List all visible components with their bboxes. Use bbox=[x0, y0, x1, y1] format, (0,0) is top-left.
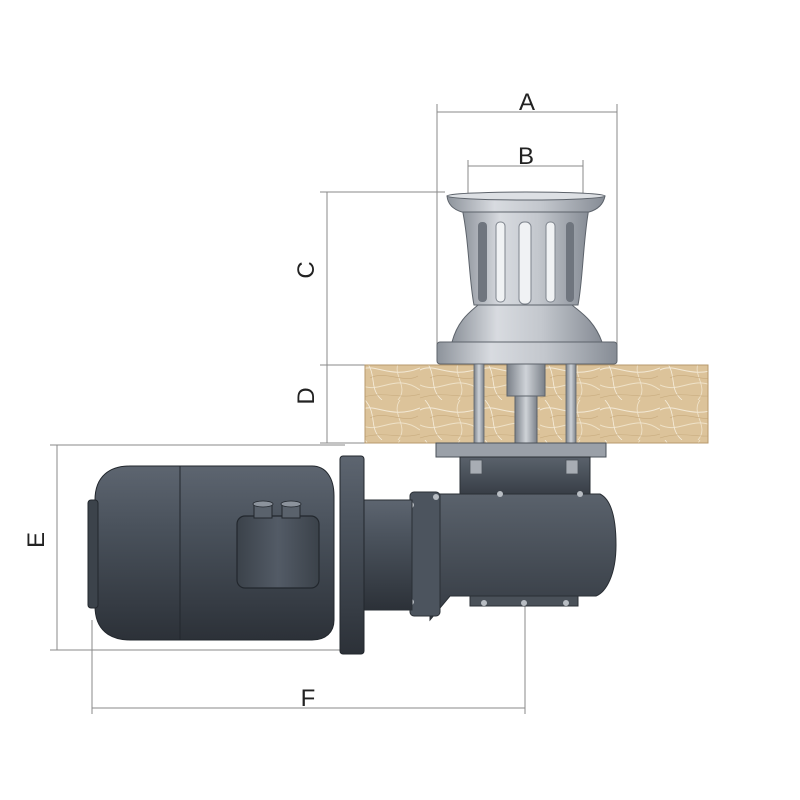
label-b: B bbox=[518, 143, 534, 170]
label-c: C bbox=[293, 261, 320, 278]
label-d: D bbox=[293, 387, 320, 404]
dimension-lines bbox=[50, 104, 618, 714]
electric-motor bbox=[87, 455, 413, 655]
label-f: F bbox=[301, 685, 316, 712]
capstan-drum bbox=[436, 191, 618, 365]
gearbox bbox=[408, 442, 617, 622]
dimension-labels: A B C D E F bbox=[23, 89, 535, 712]
label-a: A bbox=[519, 89, 535, 116]
label-e: E bbox=[23, 532, 50, 548]
